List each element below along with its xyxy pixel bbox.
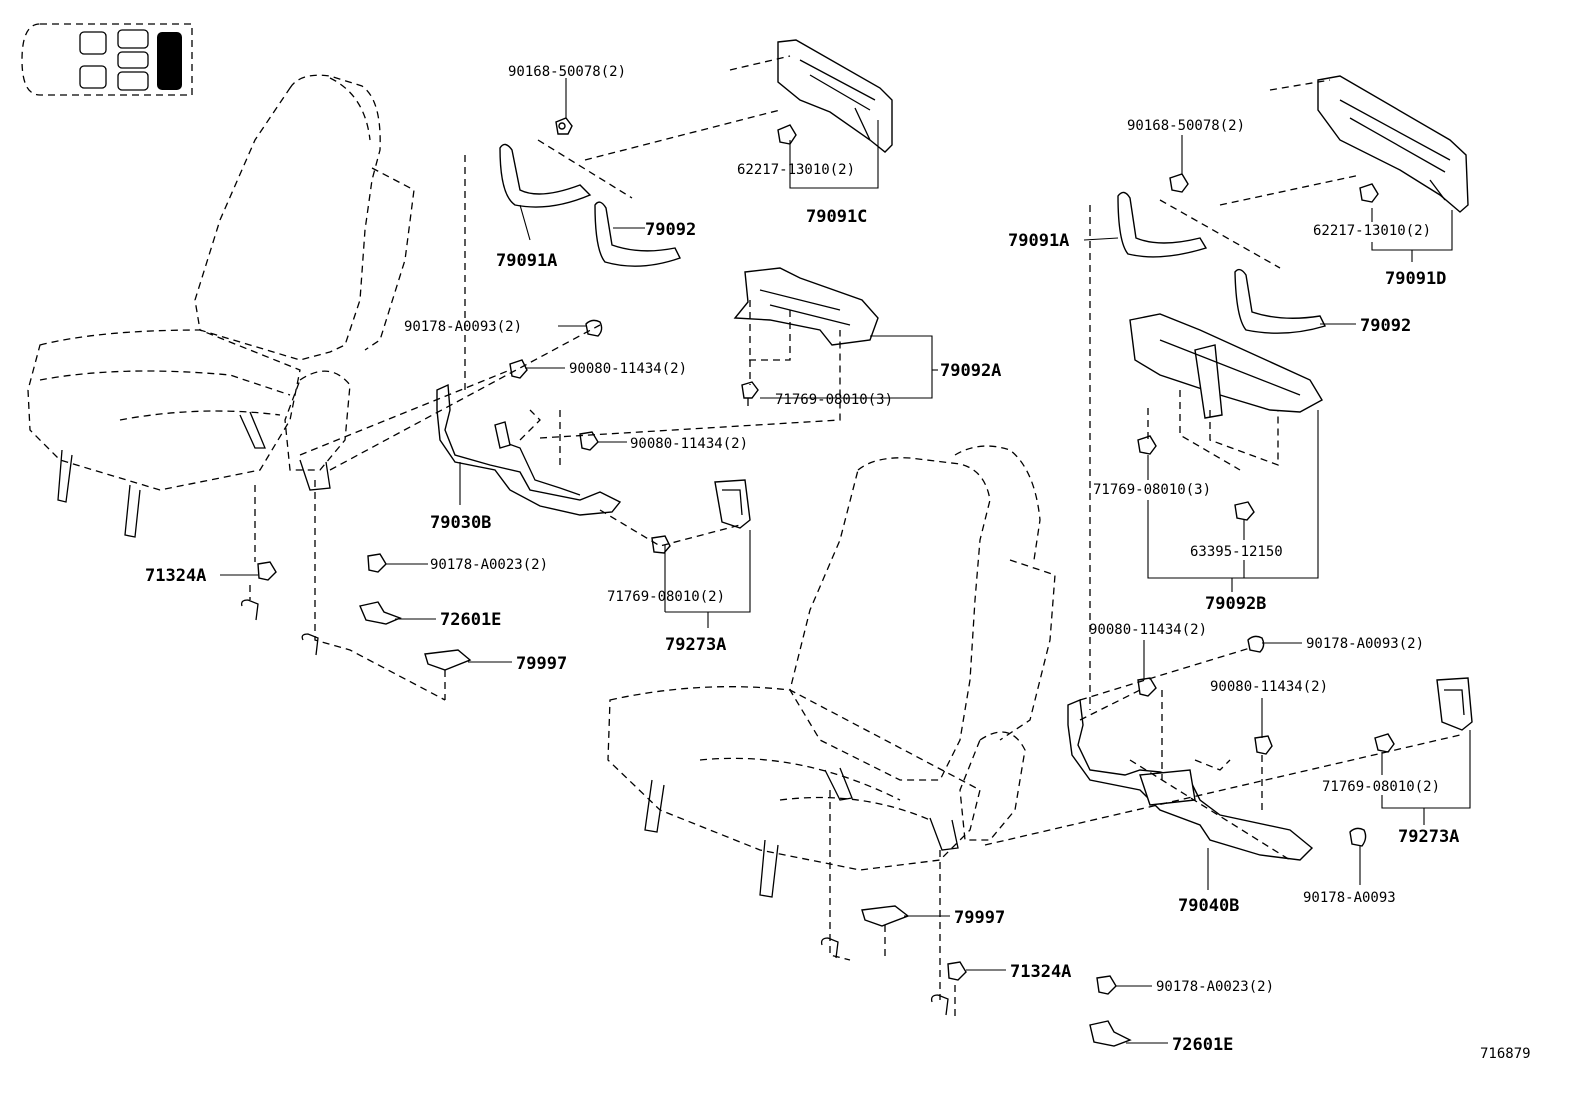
label-79030B: 79030B xyxy=(430,513,491,533)
nut-90178-a0023-left xyxy=(367,553,387,573)
bolt-90080-d xyxy=(1254,735,1273,755)
label-79092B: 79092B xyxy=(1205,594,1266,614)
label-71324A-right: 71324A xyxy=(1010,962,1071,982)
label-63395: 63395-12150 xyxy=(1190,544,1283,560)
label-79092-left: 79092 xyxy=(645,220,696,240)
plate-79997-right xyxy=(861,905,910,927)
label-72601E-right: 72601E xyxy=(1172,1035,1233,1055)
clip-left-2 xyxy=(301,633,319,656)
bolt-90080-c xyxy=(1137,677,1157,697)
diagram-id: 716879 xyxy=(1480,1046,1531,1062)
leader-lines xyxy=(220,78,1471,1044)
bolt-90178-left xyxy=(585,319,603,337)
label-72601E-left: 72601E xyxy=(440,610,501,630)
label-79091A-right: 79091A xyxy=(1008,231,1069,251)
anchor-79040B xyxy=(1067,698,1314,861)
label-90178-a0023-left: 90178-A0023(2) xyxy=(430,557,548,573)
striker-79273A-right xyxy=(1436,677,1473,731)
bracket-79091A-right xyxy=(1117,191,1208,258)
headrest-cover-79091C xyxy=(777,39,893,153)
nut-71324A-left xyxy=(257,561,277,581)
label-90168-right: 90168-50078(2) xyxy=(1127,118,1245,134)
left-seat-outline xyxy=(27,74,415,538)
right-assembly-lines xyxy=(829,79,1461,1020)
label-90178-a0093-right: 90178-A0093(2) xyxy=(1306,636,1424,652)
clip-right-1 xyxy=(820,937,839,959)
label-79092A: 79092A xyxy=(940,361,1001,381)
clip-71769-c xyxy=(1137,435,1157,455)
plate-79997-left xyxy=(424,649,472,671)
nut-90178-a0023-right xyxy=(1096,975,1117,995)
label-79273A-right: 79273A xyxy=(1398,827,1459,847)
label-79091C: 79091C xyxy=(806,207,867,227)
label-79997-left: 79997 xyxy=(516,654,567,674)
clip-71769-d xyxy=(1374,733,1395,753)
label-79040B: 79040B xyxy=(1178,896,1239,916)
nut-90178-a0093-single xyxy=(1349,827,1367,847)
clip-left-1 xyxy=(240,599,259,621)
clip-63395 xyxy=(1234,501,1255,521)
label-90178-a0023-right: 90178-A0023(2) xyxy=(1156,979,1274,995)
headrest-cover-79091D xyxy=(1317,75,1469,213)
label-90080-c: 90080-11434(2) xyxy=(1089,622,1207,638)
label-71769-b: 71769-08010(2) xyxy=(607,589,725,605)
bracket-79091A-left xyxy=(499,143,592,208)
bolt-90080-a xyxy=(509,359,528,379)
bolt-90178-right xyxy=(1247,635,1265,653)
bracket-72601E-right xyxy=(1089,1020,1132,1047)
clip-71769-a xyxy=(741,381,759,406)
panel-79092A xyxy=(733,267,879,346)
panel-79092B xyxy=(1129,313,1323,419)
label-71769-a: 71769-08010(3) xyxy=(775,392,893,408)
bracket-72601E-left xyxy=(359,601,402,625)
label-90178-a0093-left: 90178-A0093(2) xyxy=(404,319,522,335)
label-79273A-left: 79273A xyxy=(665,635,726,655)
label-79997-right: 79997 xyxy=(954,908,1005,928)
bracket-79092-left xyxy=(594,201,681,267)
nut-71324A-right xyxy=(947,961,967,981)
bolt-90168-right xyxy=(1169,173,1189,193)
bolt-90168-left xyxy=(555,117,573,135)
label-62217-left: 62217-13010(2) xyxy=(737,162,855,178)
label-71324A-left: 71324A xyxy=(145,566,206,586)
vehicle-seat-locator-icon xyxy=(21,23,193,96)
label-71769-d: 71769-08010(2) xyxy=(1322,779,1440,795)
label-62217-right: 62217-13010(2) xyxy=(1313,223,1431,239)
label-79091A-left: 79091A xyxy=(496,251,557,271)
label-90080-b: 90080-11434(2) xyxy=(630,436,748,452)
label-71769-c: 71769-08010(3) xyxy=(1093,482,1211,498)
label-90080-a: 90080-11434(2) xyxy=(569,361,687,377)
label-79092-right: 79092 xyxy=(1360,316,1411,336)
label-90178-a0093-single: 90178-A0093 xyxy=(1303,890,1396,906)
bolt-90080-b xyxy=(579,431,599,451)
label-90080-d: 90080-11434(2) xyxy=(1210,679,1328,695)
anchor-79030B xyxy=(436,383,622,516)
part-labels: 90168-50078(2) 62217-13010(2) 79091C 790… xyxy=(145,64,1531,1062)
left-assembly-lines xyxy=(249,55,841,701)
striker-79273A-left xyxy=(714,479,751,529)
right-seat-outline xyxy=(607,445,1056,898)
clip-right-2 xyxy=(930,994,949,1016)
bracket-79092-right xyxy=(1234,268,1326,334)
label-79091D: 79091D xyxy=(1385,269,1446,289)
label-90168-left: 90168-50078(2) xyxy=(508,64,626,80)
